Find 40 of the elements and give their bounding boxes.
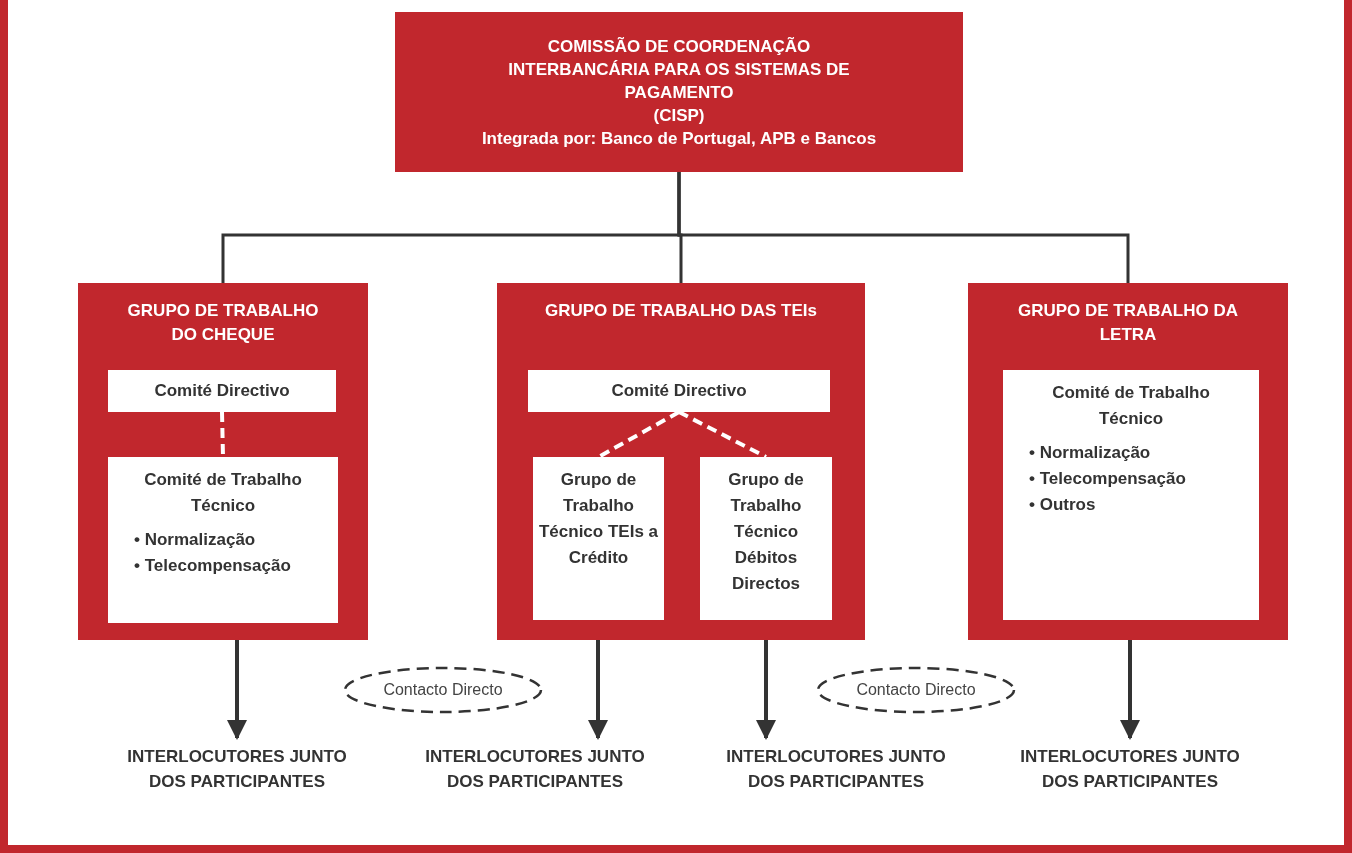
list-item: • Outros — [1029, 494, 1096, 516]
commission-title: COMISSÃO DE COORDENAÇÃO INTERBANCÁRIA PARA OS SISTEMAS DE PAGAMENTO — [507, 35, 851, 104]
committee-box — [528, 370, 830, 412]
arrow — [756, 640, 776, 740]
group-title: GRUPO DE TRABALHO DAS TEIs — [544, 300, 818, 322]
dashed-connector — [678, 410, 767, 459]
group-title: GRUPO DE TRABALHO DO CHEQUE — [126, 300, 320, 346]
list-item: • Telecompensação — [134, 555, 291, 577]
subgroup-box — [700, 457, 832, 620]
list-item: • Normalização — [1029, 442, 1151, 464]
working-group-box — [78, 283, 368, 640]
committee-box — [1003, 370, 1259, 620]
arrow — [588, 640, 608, 740]
contact-label: Contacto Directo — [383, 681, 503, 699]
committee-title: Grupo de Trabalho Técnico Débitos Directos — [727, 469, 805, 595]
committee-title: Comité Directivo — [611, 380, 747, 402]
participants-label: INTERLOCUTORES JUNTO DOS PARTICIPANTES — [126, 746, 348, 793]
contact-label: Contacto Directo — [856, 681, 976, 699]
working-group-box — [968, 283, 1288, 640]
group-title: GRUPO DE TRABALHO DA LETRA — [1016, 300, 1240, 346]
committee-box — [108, 370, 336, 412]
arrow — [1120, 640, 1140, 740]
list-item: • Normalização — [134, 529, 256, 551]
participants-label: INTERLOCUTORES JUNTO DOS PARTICIPANTES — [1019, 746, 1241, 793]
commission-box — [395, 12, 963, 172]
committee-title: Comité de Trabalho Técnico — [1051, 382, 1211, 430]
list-item: • Telecompensação — [1029, 468, 1186, 490]
arrow — [227, 640, 247, 740]
committee-title: Comité Directivo — [154, 380, 290, 402]
connector-line — [677, 172, 1130, 283]
participants-label: INTERLOCUTORES JUNTO DOS PARTICIPANTES — [725, 746, 947, 793]
dashed-connector — [597, 410, 680, 459]
committee-title: Comité de Trabalho Técnico — [143, 469, 303, 517]
committee-box — [108, 457, 338, 623]
subgroup-box — [533, 457, 664, 620]
membership-note: Integrada por: Banco de Portugal, APB e Bancos — [481, 127, 877, 150]
commission-acronym: (CISP) — [653, 104, 705, 127]
committee-title: Grupo de Trabalho Técnico TEIs a Crédito — [537, 469, 659, 569]
participants-label: INTERLOCUTORES JUNTO DOS PARTICIPANTES — [424, 746, 646, 793]
working-group-box — [497, 283, 865, 640]
